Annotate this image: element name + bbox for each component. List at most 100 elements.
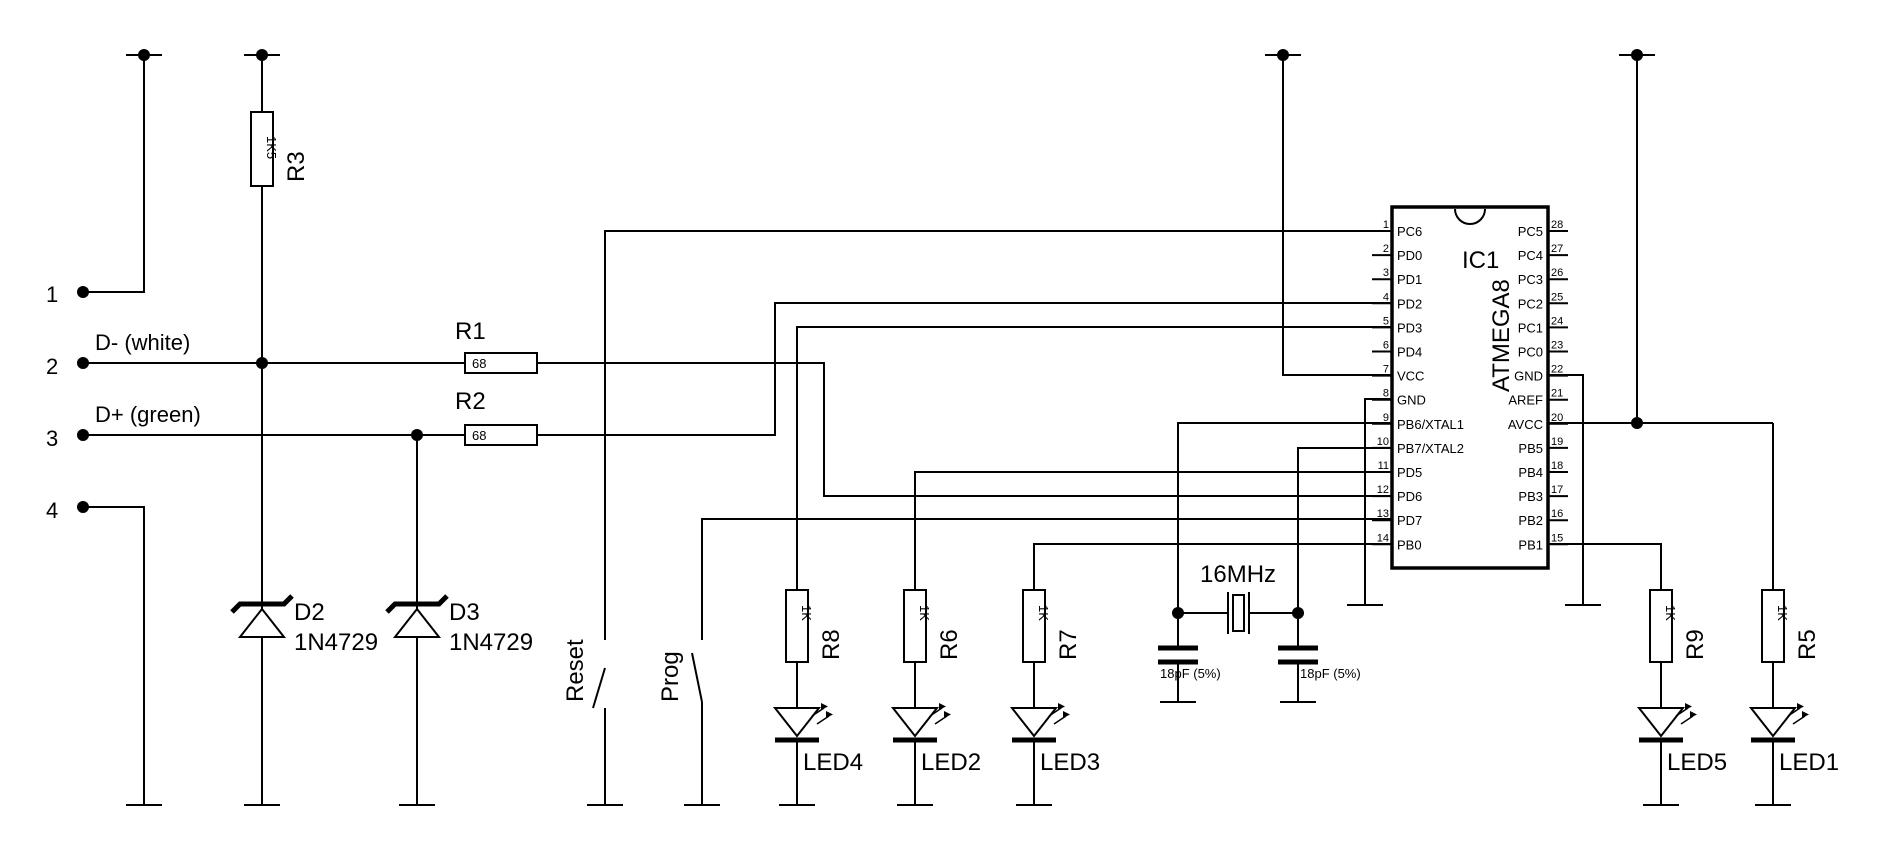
zener-d3: D3 1N4729 <box>385 435 533 806</box>
ic-pin-6-number: 6 <box>1383 340 1389 352</box>
led-chain-led4: 1K R8 LED4 <box>772 326 1392 806</box>
r9-value: 1K <box>1663 605 1678 621</box>
ic-pin-18-number: 18 <box>1551 460 1563 472</box>
dplus-label: D+ (green) <box>95 402 201 427</box>
vcc-node-2 <box>256 49 268 61</box>
ic-pin-24-name: PC1 <box>1518 320 1543 335</box>
led3-triangle <box>1009 707 1059 738</box>
led2-emission-arrows <box>929 703 951 725</box>
ic-pin-5-name: PD3 <box>1397 320 1422 335</box>
reset-lever <box>592 667 606 709</box>
ic-pin-21-number: 21 <box>1551 388 1563 400</box>
led1-emission-arrows <box>1787 703 1809 725</box>
connector-pin-3-label: 3 <box>46 426 58 451</box>
r2-value: 68 <box>472 428 486 443</box>
ic-pin-18-name: PB4 <box>1518 465 1543 480</box>
ic-pin-14-number: 14 <box>1377 532 1389 544</box>
ic-pin-2-name: PD0 <box>1397 248 1422 263</box>
junction-avcc <box>1631 417 1643 429</box>
ic-pin-3-name: PD1 <box>1397 272 1422 287</box>
ic-pin-6-name: PD4 <box>1397 345 1422 360</box>
ic-pin-23-number: 23 <box>1551 340 1563 352</box>
ic-pin-22-name: GND <box>1514 369 1543 384</box>
d3-ref: D3 <box>449 599 480 626</box>
connector-pin-2-label: 2 <box>46 354 58 379</box>
ic-pin-1-number: 1 <box>1383 219 1389 231</box>
r1-ref: R1 <box>455 318 486 345</box>
ic-pin-10-name: PB7/XTAL2 <box>1397 441 1464 456</box>
vcc-node-1 <box>138 49 150 61</box>
ic-pin-21-name: AREF <box>1508 393 1543 408</box>
ic-pin-19-name: PB5 <box>1518 441 1543 456</box>
ic1-body <box>1390 205 1550 570</box>
led5-emission-arrows <box>1675 703 1697 725</box>
wire-xtal2 <box>1297 447 1392 648</box>
r5-ref: R5 <box>1794 629 1821 660</box>
wire-xtal1 <box>1177 422 1392 648</box>
zener-d2: D2 1N4729 <box>230 594 378 806</box>
ic-pin-7-name: VCC <box>1397 369 1424 384</box>
ic-pin-15-number: 15 <box>1551 532 1563 544</box>
led-chain-led5: 1K R9 LED5 <box>1636 589 1727 806</box>
ic-pin-20-name: AVCC <box>1508 417 1543 432</box>
ic-pin-9-name: PB6/XTAL1 <box>1397 417 1464 432</box>
r6-value: 1K <box>917 605 932 621</box>
r7-body <box>1022 589 1046 663</box>
xtal-body <box>1232 594 1245 632</box>
r3-value: 1K5 <box>264 136 279 159</box>
junction-xtal-left <box>1172 607 1184 619</box>
d2-triangle <box>237 607 287 638</box>
d3-triangle <box>392 607 442 638</box>
ic-pin-17-name: PB3 <box>1518 489 1543 504</box>
r7-ref: R7 <box>1055 629 1082 660</box>
ic-pin-13-name: PD7 <box>1397 513 1422 528</box>
d3-part: 1N4729 <box>449 629 533 656</box>
ic1-notch <box>1454 208 1486 225</box>
r1-value: 68 <box>472 356 486 371</box>
wire-vcc <box>1282 55 1392 376</box>
wire-pin4-gnd <box>83 506 145 805</box>
ic-pin-2-number: 2 <box>1383 243 1389 255</box>
led1-triangle <box>1748 707 1798 738</box>
ic1-part: ATMEGA8 <box>1488 279 1515 392</box>
ic-pin-14-name: PB0 <box>1397 537 1422 552</box>
connector-pin-1-label: 1 <box>46 282 58 307</box>
ic-pin-27-number: 27 <box>1551 243 1563 255</box>
r6-ref: R6 <box>936 629 963 660</box>
d2-bar <box>230 594 294 614</box>
ic-pin-26-number: 26 <box>1551 267 1563 279</box>
switch-prog: Prog <box>657 518 1392 806</box>
usb-connector: 1 2 D- (white) 3 D+ (green) 4 <box>46 49 201 806</box>
led4-emission-arrows <box>811 703 833 725</box>
ic-pin-15-name: PB1 <box>1518 537 1543 552</box>
ic-pin-4-name: PD2 <box>1397 296 1422 311</box>
r8-value: 1K <box>799 605 814 621</box>
r9-ref: R9 <box>1682 629 1709 660</box>
ic-pin-16-name: PB2 <box>1518 513 1543 528</box>
r5-value: 1K <box>1775 605 1790 621</box>
led4-triangle <box>772 707 822 738</box>
ic-pin-5-number: 5 <box>1383 315 1389 327</box>
d2-part: 1N4729 <box>294 629 378 656</box>
led-chain-led1: 1K R5 LED1 <box>1748 589 1839 806</box>
ic-pin-12-name: PD6 <box>1397 489 1422 504</box>
ic-pin-25-name: PC2 <box>1518 296 1543 311</box>
ic-pin-9-number: 9 <box>1383 412 1389 424</box>
ic-pin-8-number: 8 <box>1383 388 1389 400</box>
ic-pin-23-name: PC0 <box>1518 345 1543 360</box>
ic-pin-27-name: PC4 <box>1518 248 1543 263</box>
dminus-label: D- (white) <box>95 330 190 355</box>
wire-r2-pd2 <box>537 302 1392 436</box>
resistor-r1: 68 R1 <box>455 318 1392 497</box>
ic-pin-17-number: 17 <box>1551 484 1563 496</box>
r7-value: 1K <box>1036 605 1051 621</box>
led3-label: LED3 <box>1040 749 1100 776</box>
ic-pin-28-number: 28 <box>1551 219 1563 231</box>
ic-pin-26-name: PC3 <box>1518 272 1543 287</box>
resistor-r2: 68 R2 <box>455 302 1392 446</box>
r6-body <box>903 589 927 663</box>
d2-ref: D2 <box>294 599 325 626</box>
led3-emission-arrows <box>1048 703 1070 725</box>
